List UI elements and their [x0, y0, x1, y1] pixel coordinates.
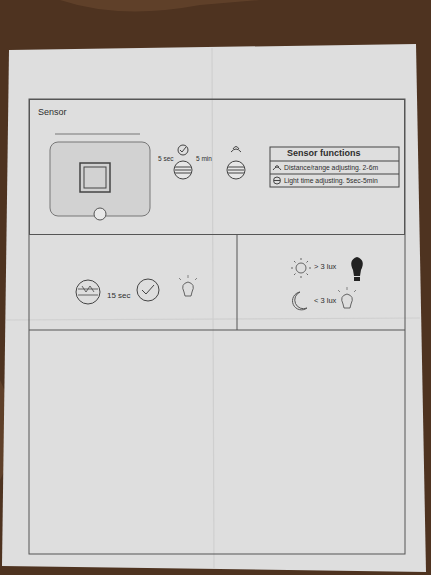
paper-sheet — [2, 44, 426, 572]
check-mark — [142, 285, 154, 294]
clock-icon — [178, 145, 188, 155]
icon-label: 5 min — [196, 155, 212, 162]
motion-waves — [78, 286, 98, 295]
bulb-base — [354, 277, 360, 281]
knob-slot — [175, 173, 191, 174]
bulb-on — [342, 294, 353, 308]
icon-label: > 3 lux — [314, 263, 336, 271]
moon-icon — [293, 292, 307, 310]
knob-slot — [175, 167, 191, 168]
table-rule — [270, 161, 399, 162]
paper-fold — [6, 318, 420, 320]
sensor-window — [84, 167, 106, 188]
range-icon — [231, 147, 241, 153]
knob-slot — [175, 170, 191, 171]
icon-label: 15 sec — [107, 292, 131, 301]
sensor-housing — [50, 142, 150, 216]
motion-icon — [76, 280, 100, 304]
table-cell: Distance/range adjusting. 2-6m — [284, 164, 378, 171]
knob-slot — [228, 167, 244, 168]
range-icon — [273, 166, 281, 171]
icon-label: 5 sec — [158, 155, 174, 162]
knob-slot — [228, 170, 244, 171]
bulb-off — [351, 257, 363, 276]
bulb-on — [183, 282, 194, 296]
paper-fold — [212, 48, 214, 568]
time-knob — [174, 161, 192, 179]
table-rule — [270, 174, 399, 175]
sensor-window — [80, 163, 110, 192]
sensor-lens — [94, 208, 106, 220]
time-icon — [274, 177, 281, 184]
cell-divider — [237, 235, 238, 330]
time-icon — [274, 180, 280, 181]
device-top-line — [55, 134, 140, 135]
range-knob — [227, 161, 245, 179]
row-divider — [29, 330, 405, 331]
check-mark — [180, 147, 186, 152]
table-cell: Light time adjusting. 5sec-5min — [284, 177, 378, 184]
icon-label: < 3 lux — [314, 297, 336, 305]
sun-icon — [296, 263, 306, 273]
bulb-rays — [338, 287, 356, 292]
table-header: Sensor functions — [287, 149, 361, 159]
panel-heading: Sensor — [38, 108, 67, 118]
timer-icon — [137, 279, 159, 301]
outer-frame — [29, 99, 405, 554]
bulb-rays — [179, 275, 197, 280]
knob-slot — [228, 173, 244, 174]
wood-grain — [60, 0, 260, 11]
sun-rays — [291, 258, 311, 278]
functions-table — [270, 147, 399, 187]
